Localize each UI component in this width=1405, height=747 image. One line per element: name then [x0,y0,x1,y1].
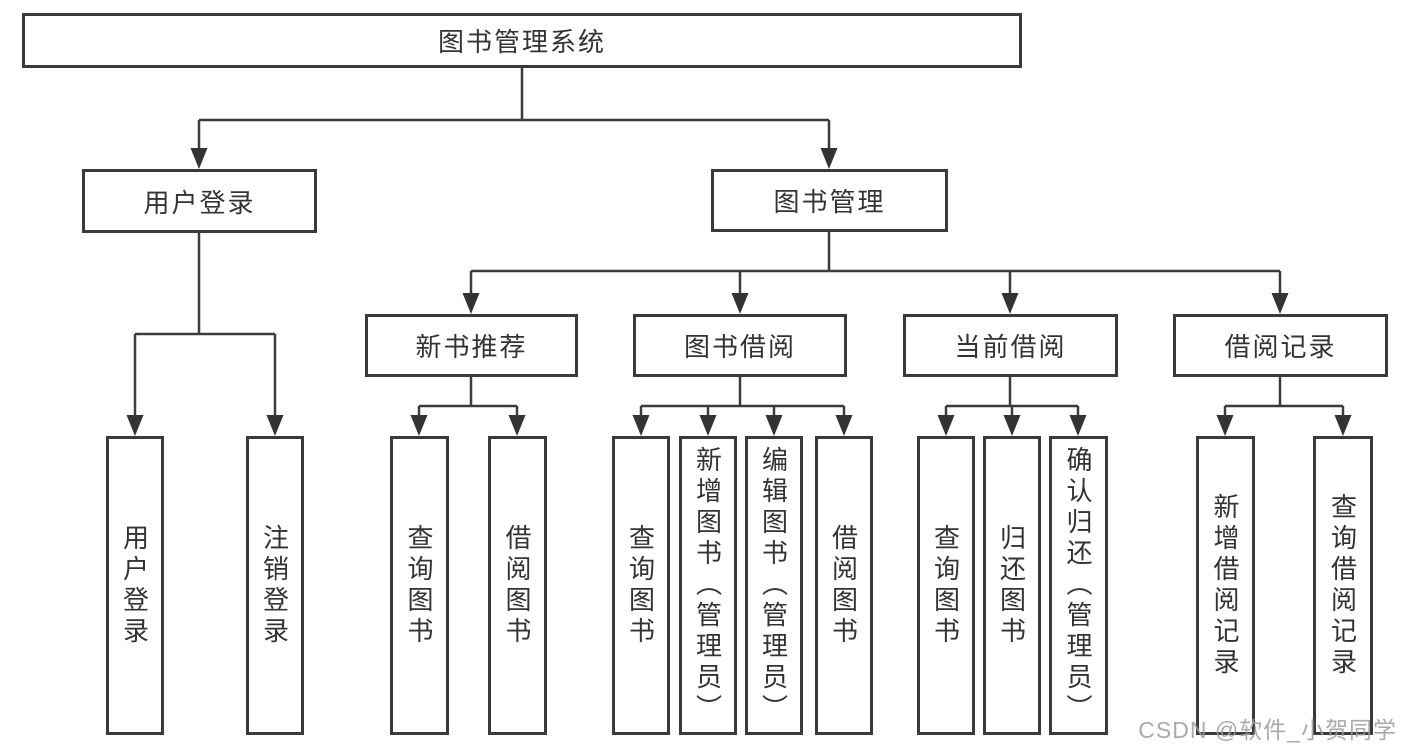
node-current-borrow: 当前借阅 [903,314,1118,377]
arrow-down-icon [1003,415,1021,436]
arrow-down-icon [1216,415,1234,436]
node-leaf-query-book-current: 查询图书 [917,436,975,735]
node-leaf-borrow-book-recommend: 借阅图书 [488,436,547,735]
node-leaf-query-borrow-record: 查询借阅记录 [1313,436,1373,735]
arrow-down-icon [699,415,717,436]
arrow-down-icon [731,293,749,314]
node-leaf-user-login: 用户登录 [106,436,164,735]
csdn-watermark: CSDN @软件_小贺同学 [1138,717,1397,743]
node-leaf-query-book-recommend: 查询图书 [390,436,449,735]
node-new-book-recommend: 新书推荐 [365,314,578,377]
connector-book-management-children [462,230,1289,314]
arrow-down-icon [1334,415,1352,436]
node-borrow-record: 借阅记录 [1173,314,1388,377]
node-user-login: 用户登录 [82,169,317,233]
node-root: 图书管理系统 [22,13,1022,68]
connector-book-borrow-children [632,375,853,436]
node-leaf-edit-book-admin: 编辑图书（管理员） [745,436,803,735]
node-leaf-query-book-borrow: 查询图书 [612,436,670,735]
arrow-down-icon [462,293,480,314]
arrow-down-icon [1069,415,1087,436]
connector-current-borrow-children [937,375,1087,436]
connector-new-book-recommend-children [410,375,526,436]
connector-root-to-level2 [190,66,838,169]
arrow-down-icon [632,415,650,436]
node-leaf-logout: 注销登录 [246,436,304,735]
node-book-borrow: 图书借阅 [633,314,847,377]
node-leaf-borrow-book-borrow: 借阅图书 [815,436,873,735]
arrow-down-icon [820,148,838,169]
node-leaf-confirm-return-admin: 确认归还（管理员） [1049,436,1108,735]
arrow-down-icon [1001,293,1019,314]
arrow-down-icon [937,415,955,436]
arrow-down-icon [410,415,428,436]
arrow-down-icon [835,415,853,436]
arrow-down-icon [765,415,783,436]
connector-user-login-children [126,231,284,436]
arrow-down-icon [266,415,284,436]
arrow-down-icon [508,415,526,436]
arrow-down-icon [126,415,144,436]
connector-borrow-record-children [1216,375,1352,436]
arrow-down-icon [190,148,208,169]
node-leaf-return-book: 归还图书 [983,436,1041,735]
node-book-management: 图书管理 [711,169,948,232]
node-leaf-add-borrow-record: 新增借阅记录 [1196,436,1255,735]
arrow-down-icon [1271,293,1289,314]
node-leaf-add-book-admin: 新增图书（管理员） [679,436,737,735]
